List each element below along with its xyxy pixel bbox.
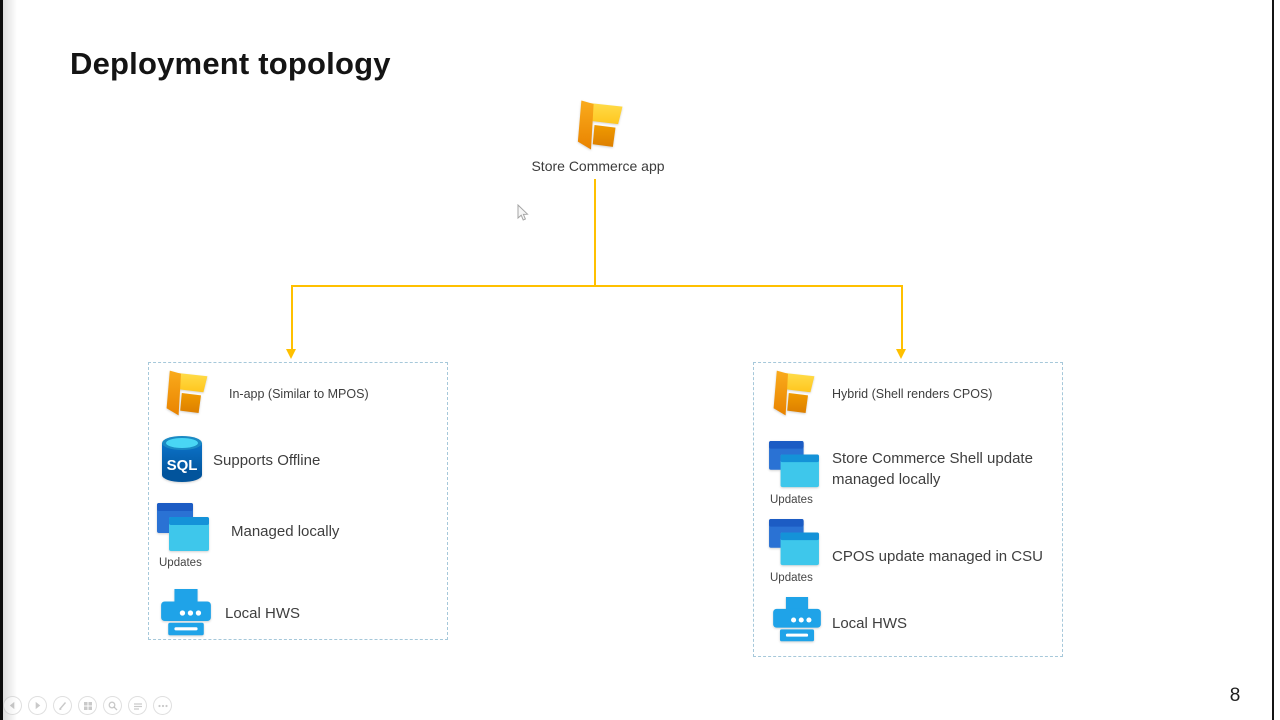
- next-slide-button[interactable]: [28, 696, 47, 715]
- list-item-label: Hybrid (Shell renders CPOS): [832, 387, 993, 401]
- hybrid-deployment-panel: Hybrid (Shell renders CPOS) Updates Stor…: [753, 362, 1063, 657]
- connector-trunk: [594, 179, 596, 286]
- zoom-icon[interactable]: [103, 696, 122, 715]
- updates-windows-icon: [768, 441, 820, 489]
- updates-caption: Updates: [770, 494, 813, 506]
- list-item-label: Local HWS: [225, 605, 301, 622]
- previous-slide-button[interactable]: [3, 696, 22, 715]
- mouse-cursor-icon: [517, 204, 529, 221]
- see-all-slides-icon[interactable]: [78, 696, 97, 715]
- commerce-app-icon: [766, 369, 818, 417]
- commerce-app-icon: [159, 369, 211, 417]
- more-options-icon[interactable]: [153, 696, 172, 715]
- root-node-label: Store Commerce app: [531, 158, 665, 174]
- connector-right-drop: [901, 285, 903, 349]
- sql-database-icon: [159, 433, 205, 483]
- updates-caption: Updates: [159, 557, 202, 569]
- updates-caption: Updates: [770, 572, 813, 584]
- list-item-label: Store Commerce Shell update managed loca…: [832, 450, 1033, 488]
- right-edge-line: [1272, 0, 1274, 720]
- page-title: Deployment topology: [70, 46, 391, 81]
- arrowhead-left-icon: [286, 349, 296, 359]
- arrowhead-right-icon: [896, 349, 906, 359]
- updates-windows-icon: [155, 503, 211, 553]
- list-item-label: Local HWS: [832, 615, 908, 632]
- printer-icon: [768, 597, 826, 643]
- list-item-label: CPOS update managed in CSU: [832, 548, 1043, 565]
- slide-number: 8: [1229, 685, 1241, 706]
- connector-crossbar: [291, 285, 903, 287]
- list-item-label: In-app (Similar to MPOS): [229, 387, 369, 401]
- printer-icon: [155, 589, 217, 637]
- left-edge-gradient: [3, 0, 17, 720]
- list-item-label: Managed locally: [231, 523, 340, 540]
- pen-icon[interactable]: [53, 696, 72, 715]
- connector-left-drop: [291, 285, 293, 349]
- updates-windows-icon: [768, 519, 820, 567]
- left-edge-bar: [0, 0, 3, 720]
- in-app-deployment-panel: In-app (Similar to MPOS) Supports Offlin…: [148, 362, 448, 640]
- subtitles-icon[interactable]: [128, 696, 147, 715]
- commerce-app-icon: [570, 98, 626, 152]
- list-item-label: Supports Offline: [213, 452, 321, 469]
